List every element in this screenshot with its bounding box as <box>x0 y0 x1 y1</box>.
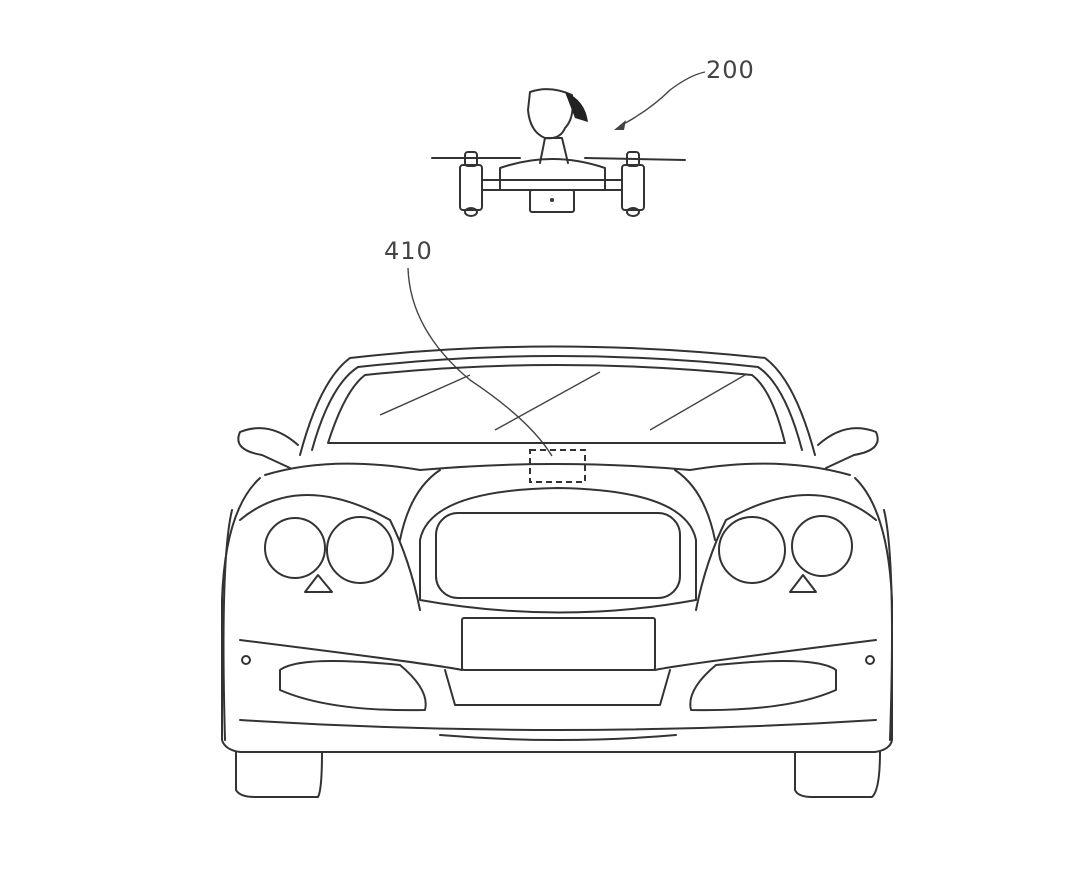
car-illustration <box>221 345 893 798</box>
label-410: 410 <box>384 237 433 265</box>
leader-line-200 <box>619 71 706 127</box>
drone-illustration <box>431 88 686 217</box>
marker-region-410 <box>529 449 586 483</box>
label-200: 200 <box>706 56 755 84</box>
leader-line-410 <box>407 267 553 457</box>
